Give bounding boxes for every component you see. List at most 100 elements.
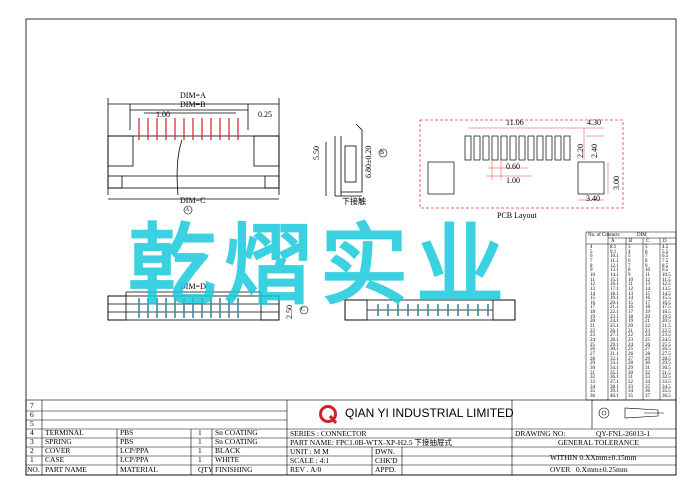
dim-table-cell: 18.5 xyxy=(662,310,671,316)
dim-table-cell: 33 xyxy=(628,384,633,390)
drawing-no-label: DRAWING NO: xyxy=(515,429,566,438)
dim-table-cell: 31.1 xyxy=(610,351,619,357)
dim-c-label: DIM=C xyxy=(180,196,206,205)
dim-table-cell: 36 xyxy=(590,393,595,399)
dim-table-cell: 30.1 xyxy=(610,347,619,353)
pcb-dim-2-20: 2.20 xyxy=(576,144,585,158)
dim-table-cell: 6 xyxy=(590,254,593,260)
dim-table-cell: 29 xyxy=(645,356,650,362)
dim-table-cell: 32 xyxy=(645,370,650,376)
company-name: QIAN YI INDUSTRIAL LIMITED xyxy=(345,406,514,420)
dim-table-cell: 30.5 xyxy=(662,365,671,371)
dim-table-cell: 35 xyxy=(628,393,633,399)
dim-table-cell: 8 xyxy=(590,263,593,269)
dim-table-cell: 9 xyxy=(590,268,593,274)
dim-table-cell: 27 xyxy=(590,351,595,357)
dim-table-cell: 26.5 xyxy=(662,347,671,353)
dim-table-cell: 29.5 xyxy=(662,361,671,367)
side-height-tol-label: 6.80±0.20 xyxy=(364,145,373,178)
dim-table-cell: 24 xyxy=(628,342,633,348)
pitch-label: 1.00 xyxy=(156,110,170,119)
dim-table-cell: 8.1 xyxy=(610,245,617,250)
dim-table-col-header: B xyxy=(629,239,633,244)
dim-table-cell: 37.1 xyxy=(610,379,619,385)
dim-table-cell: 23 xyxy=(590,333,595,339)
bom-cell-material: PBS xyxy=(120,428,134,437)
dim-table-cell: 33 xyxy=(590,379,595,385)
dim-table-cell: 25.5 xyxy=(662,342,671,348)
dim-table-cell: 22.5 xyxy=(662,328,671,334)
dim-table-cell: 16 xyxy=(628,305,633,311)
bom-cell-material: LCP/PPA xyxy=(120,455,149,464)
bom-cell-no: 7 xyxy=(30,401,34,410)
dim-table-cell: 22 xyxy=(628,333,633,339)
dim-table-cell: 5 xyxy=(590,249,593,255)
dim-table-cell: 34.1 xyxy=(610,365,619,371)
dim-table-cell: 24 xyxy=(645,333,650,339)
bom-cell-no: 5 xyxy=(30,419,34,428)
dim-table-cell: 16.5 xyxy=(662,300,671,306)
bom-cell-no: 6 xyxy=(30,410,34,419)
pcb-dim-2-40: 2.40 xyxy=(590,144,599,158)
dim-table-cell: 16 xyxy=(590,300,595,306)
part-name-label: PART NAME: FPC1.0B-WTX-XP-H2.5 下接抽屉式 xyxy=(290,438,452,447)
dim-table-cell: 19 xyxy=(590,314,595,320)
dim-table-cell: 17 xyxy=(628,310,633,316)
dim-table-cell: 25 xyxy=(628,347,633,353)
dim-table-cell: 15 xyxy=(645,291,650,297)
dim-a-label: DIM=A xyxy=(180,91,206,100)
dim-table-cell: 18 xyxy=(645,305,650,311)
dim-table-cell: 32.1 xyxy=(610,356,619,362)
dim-table-cell: 8.5 xyxy=(662,263,669,269)
dim-table-cell: 23 xyxy=(628,338,633,343)
dim-table-cell: 30 xyxy=(590,365,595,371)
tolerance-within: WITHIN 0.XXmm±0.15mm xyxy=(550,453,637,462)
dim-table-cell: 35.5 xyxy=(662,389,671,395)
bom-cell-part: SPRING xyxy=(45,437,72,446)
dim-table-cell: 11 xyxy=(590,277,595,283)
dim-table-cell: 14.5 xyxy=(662,291,671,297)
dim-table-cell: 10 xyxy=(645,268,650,274)
tolerance-over: OVER 0.Xmm±0.25mm xyxy=(550,465,628,474)
bom-cell-finishing: WHITE xyxy=(215,455,240,464)
dim-table-cell: 13 xyxy=(628,291,633,297)
dim-table-cell: 11 xyxy=(645,272,650,278)
dim-table-cell: 15 xyxy=(590,296,595,302)
dim-table-cell: 15.1 xyxy=(610,277,619,283)
dim-table-cell: 12 xyxy=(590,282,595,288)
dim-table-cell: 5 xyxy=(628,254,631,260)
dim-table-cell: 6 xyxy=(628,258,631,264)
rear-view-pins xyxy=(377,304,489,316)
top-view-pins xyxy=(138,118,239,140)
dim-table-cell: 11.5 xyxy=(662,277,671,283)
dim-table-cell: 22.1 xyxy=(610,310,619,316)
bottom-view-pins xyxy=(138,298,239,318)
pcb-caption: PCB Layout xyxy=(497,211,537,220)
dim-table-cell: 27.5 xyxy=(662,351,671,357)
dim-table-cell: 10 xyxy=(628,277,633,283)
bom-header-part: PART NAME xyxy=(45,465,87,474)
dim-table-cell: 26 xyxy=(628,351,633,357)
dim-table-group-header: DIM xyxy=(637,233,647,238)
dim-table-cell: 7 xyxy=(628,263,631,269)
dim-table-cell: 20.1 xyxy=(610,300,619,306)
dim-table-cell: 17 xyxy=(645,300,650,306)
dim-table-cell: 8 xyxy=(645,258,648,264)
dim-table-cell: 13 xyxy=(590,286,595,292)
dim-table-cell: 3 xyxy=(628,245,631,250)
pcb-dim-4-30: 4.30 xyxy=(587,118,601,127)
bom-cell-no: 2 xyxy=(30,446,34,455)
dim-table-cell: 25 xyxy=(590,342,595,348)
pcb-dim-3-40: 3.40 xyxy=(586,194,600,203)
dim-table-cell: 32 xyxy=(628,379,633,385)
dim-table-cell: 12.5 xyxy=(662,282,671,288)
bom-cell-no: 1 xyxy=(30,455,34,464)
dim-table-cell: 36.1 xyxy=(610,375,619,381)
dim-table-cell: 19.1 xyxy=(610,296,619,302)
dim-table-cell: 25 xyxy=(645,338,650,343)
dim-table-cell: 28.1 xyxy=(610,338,619,343)
dim-table-cell: 35.1 xyxy=(610,370,619,376)
dim-table-cell: 18 xyxy=(628,314,633,320)
bom-cell-qty: 1 xyxy=(198,446,202,455)
dim-table-cell: 38.1 xyxy=(610,384,619,390)
